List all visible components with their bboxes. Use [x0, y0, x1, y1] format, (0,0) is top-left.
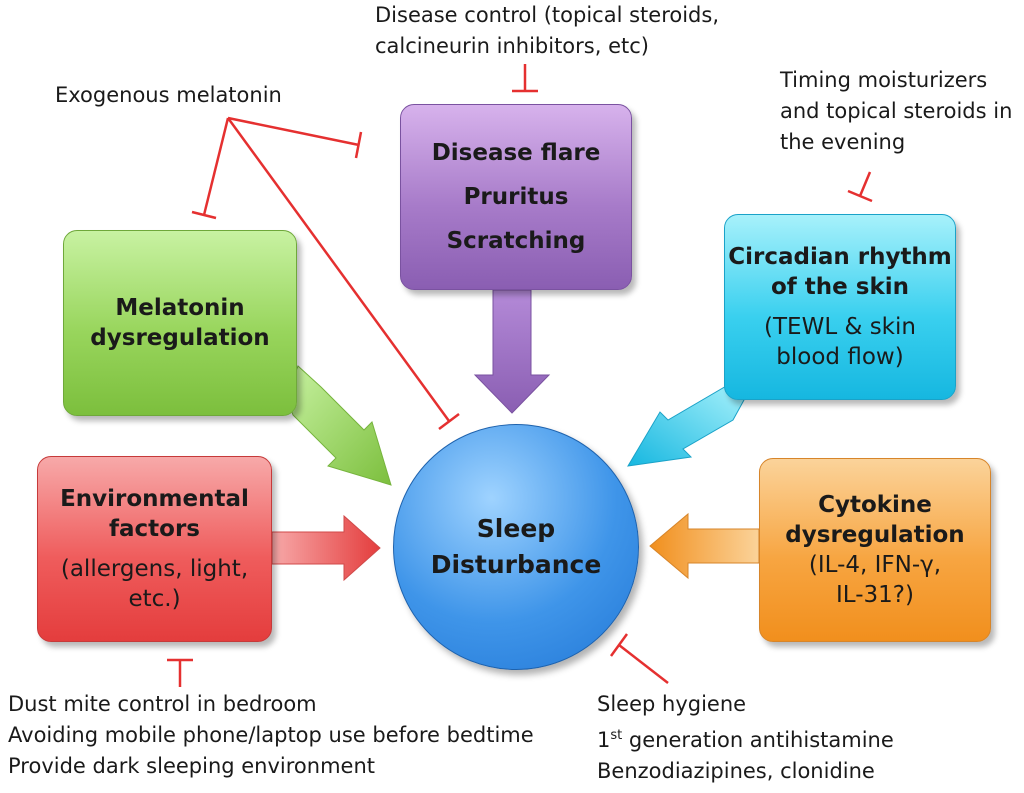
disease-flare-label: Disease flare	[431, 140, 601, 166]
environmental-sub-line2: etc.)	[128, 586, 181, 612]
environmental-factors-box: Environmental factors (allergens, light,…	[37, 456, 272, 642]
sleep-disturbance-circle: Sleep Disturbance	[393, 424, 639, 670]
inhibitor-melatonin-to-dysregulation	[191, 117, 230, 220]
timing-line2: and topical steroids in	[780, 99, 1013, 123]
circadian-title-line1: Circadian rhythm	[728, 244, 952, 270]
antihistamine-line: 1st generation antihistamine	[597, 720, 894, 756]
circadian-title-line2: of the skin	[770, 274, 910, 300]
sleep-hygiene-line: Sleep hygiene	[597, 692, 747, 716]
environmental-title-line2: factors	[109, 516, 200, 542]
circadian-rhythm-box: Circadian rhythm of the skin (TEWL & ski…	[724, 214, 956, 400]
sleep-interventions-note: Sleep hygiene 1st generation antihistami…	[597, 689, 894, 787]
environmental-sub-line1: (allergens, light,	[60, 556, 249, 582]
cytokine-title-line1: Cytokine	[818, 492, 932, 518]
disease-control-line1: Disease control (topical steroids,	[375, 3, 719, 27]
cytokine-dysregulation-box: Cytokine dysregulation (IL-4, IFN-γ, IL-…	[759, 458, 991, 642]
exogenous-melatonin-note: Exogenous melatonin	[55, 80, 282, 111]
environment-line3: Provide dark sleeping environment	[8, 754, 376, 778]
environmental-title-line1: Environmental	[60, 486, 249, 512]
inhibitor-disease-control	[512, 64, 538, 93]
disease-control-note: Disease control (topical steroids, calci…	[375, 0, 719, 62]
disease-flare-box: Disease flare Pruritus Scratching	[400, 104, 632, 290]
arrow-environment-to-sleep	[271, 514, 381, 582]
environment-interventions-note: Dust mite control in bedroom Avoiding mo…	[8, 689, 534, 782]
arrow-flare-to-sleep	[473, 289, 551, 414]
exogenous-melatonin-label: Exogenous melatonin	[55, 83, 282, 107]
environment-line1: Dust mite control in bedroom	[8, 692, 317, 716]
sleep-label: Sleep	[476, 514, 556, 543]
cytokine-sub-line1: (IL-4, IFN-γ,	[808, 552, 942, 578]
inhibitor-sleep-hygiene	[609, 633, 669, 684]
scratching-label: Scratching	[446, 228, 586, 254]
benzodiazepines-line: Benzodiazipines, clonidine	[597, 759, 875, 783]
disturbance-label: Disturbance	[430, 550, 602, 579]
inhibitor-timing	[847, 171, 873, 203]
cytokine-title-line2: dysregulation	[785, 522, 965, 548]
inhibitor-melatonin-to-sleep	[226, 117, 460, 430]
circadian-sub-line1: (TEWL & skin	[764, 314, 916, 340]
antihistamine-prefix: 1	[597, 728, 611, 752]
cytokine-sub-line2: IL-31?)	[836, 582, 914, 608]
inhibitor-environment	[167, 658, 193, 687]
arrow-cytokine-to-sleep	[649, 512, 760, 580]
disease-control-line2: calcineurin inhibitors, etc)	[375, 34, 649, 58]
melatonin-label: Melatonin	[115, 295, 245, 321]
circadian-sub-line2: blood flow)	[776, 344, 904, 370]
pruritus-label: Pruritus	[463, 184, 569, 210]
antihistamine-superscript: st	[610, 728, 623, 743]
inhibitor-melatonin-to-flare	[227, 116, 363, 159]
environment-line2: Avoiding mobile phone/laptop use before …	[8, 723, 534, 747]
melatonin-dysregulation-box: Melatonin dysregulation	[63, 230, 297, 416]
dysregulation-label: dysregulation	[90, 325, 270, 351]
arrow-circadian-to-sleep	[627, 384, 745, 467]
arrow-melatonin-to-sleep	[285, 365, 392, 486]
timing-line3: the evening	[780, 130, 906, 154]
timing-note: Timing moisturizers and topical steroids…	[780, 65, 1012, 158]
antihistamine-rest: generation antihistamine	[622, 728, 894, 752]
timing-line1: Timing moisturizers	[780, 68, 988, 92]
